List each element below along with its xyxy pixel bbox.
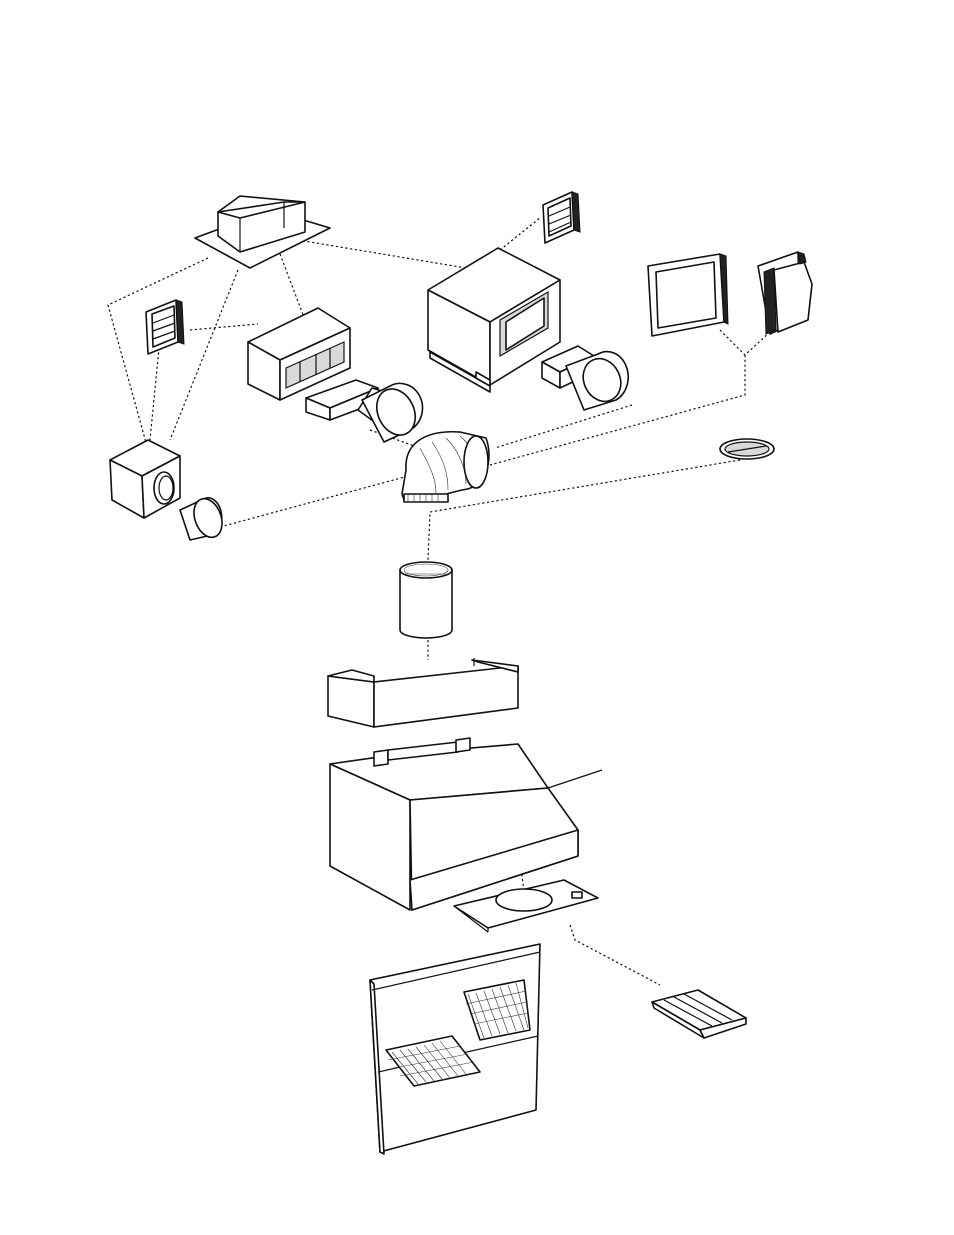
- blower-box-icon: [110, 440, 180, 518]
- wall-cap-icon: [648, 254, 728, 336]
- duct-elbow-icon: [402, 432, 489, 502]
- wall-cap-hood-icon: [758, 252, 812, 334]
- blower-box-icon: [248, 308, 350, 400]
- duct-transition-icon: [542, 346, 628, 410]
- duct-cover-icon: [328, 658, 518, 727]
- round-duct-icon: [400, 562, 452, 638]
- remote-blower-icon: [428, 248, 560, 392]
- range-hood-icon: [330, 738, 578, 910]
- louvered-cap-icon: [543, 192, 580, 243]
- backsplash-icon: [370, 944, 540, 1154]
- roof-jack-icon: [195, 196, 330, 268]
- duct-transition-icon: [306, 380, 422, 442]
- louvered-cap-icon: [146, 300, 184, 354]
- grease-filter-icon: [652, 990, 746, 1038]
- round-duct-icon: [180, 495, 227, 541]
- damper-icon: [720, 439, 774, 459]
